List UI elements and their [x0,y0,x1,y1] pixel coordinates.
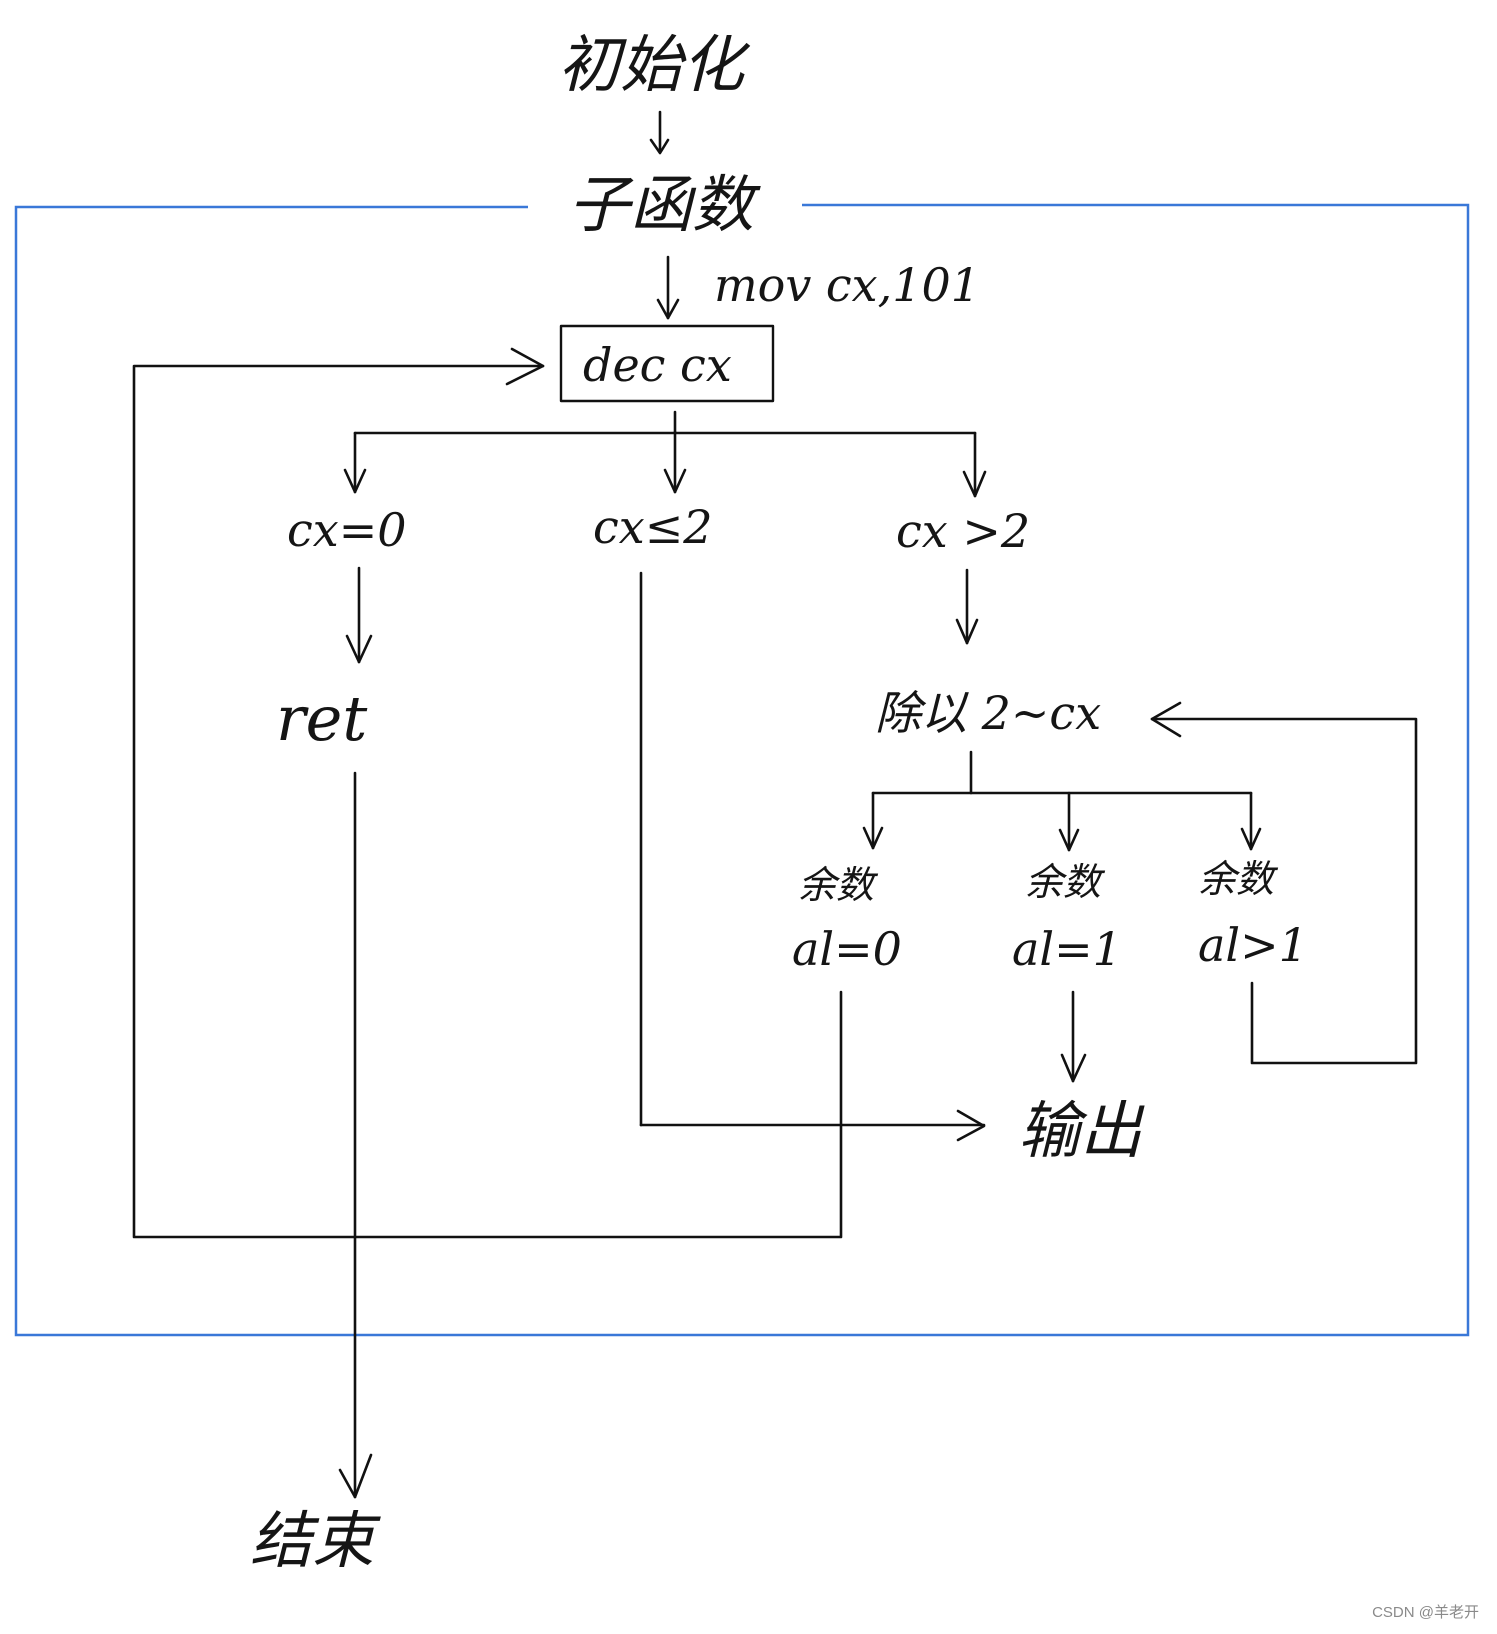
mov-cx-label: mov cx,101 [714,258,981,312]
output-label: 输出 [1018,1094,1143,1167]
condition-cx-gt-2: cx >2 [896,504,1031,558]
arrowhead-cxgt2-to-divide [955,618,979,645]
arrowhead-to-cxle2 [663,468,687,494]
arrowhead-to-rem0 [862,826,884,850]
condition-cx-le-2: cx≤2 [593,500,713,554]
loop-remgt-to-divide [1150,717,1418,1065]
remainder-gt1-condition: al>1 [1198,918,1308,972]
ret-label: ret [276,682,368,755]
condition-cx-eq-0: cx=0 [287,503,407,557]
arrowhead-to-cx0 [343,468,367,494]
init-label: 初始化 [558,28,745,101]
arrowhead-loop-to-dec [505,347,545,386]
watermark: CSDN @羊老开 [1372,1604,1479,1621]
arrowhead-to-cxgt2 [962,470,987,498]
arrowhead-cx0-to-ret [345,634,373,664]
remainder-0-title: 余数 [798,863,875,907]
divide-label: 除以 2~cx [875,686,1102,740]
arrowhead-ret-to-end [338,1453,373,1499]
arrowhead-cxle2-to-output [956,1109,986,1142]
arrowhead-to-remgt [1240,827,1262,851]
subroutine-boundary [14,203,1470,1337]
remainder-gt1-title: 余数 [1198,857,1275,901]
arrowhead-loop-to-divide [1150,701,1182,738]
arrowhead-rem1-to-output [1060,1053,1087,1083]
remainder-1-title: 余数 [1025,860,1102,904]
remainder-0-condition: al=0 [792,922,902,976]
arrowhead-sub-to-dec [656,298,680,320]
remainder-1-condition: al=1 [1012,922,1122,976]
flow-lines [132,110,1418,1499]
arrowhead-to-rem1 [1058,828,1080,852]
loop-rem0-to-dec [132,364,843,1239]
subroutine-title: 子函数 [568,168,755,241]
arrowhead-init-to-sub [649,138,670,155]
dec-cx-label: dec cx [583,338,732,392]
end-label: 结束 [250,1504,375,1577]
dec-cx-box [559,324,775,403]
